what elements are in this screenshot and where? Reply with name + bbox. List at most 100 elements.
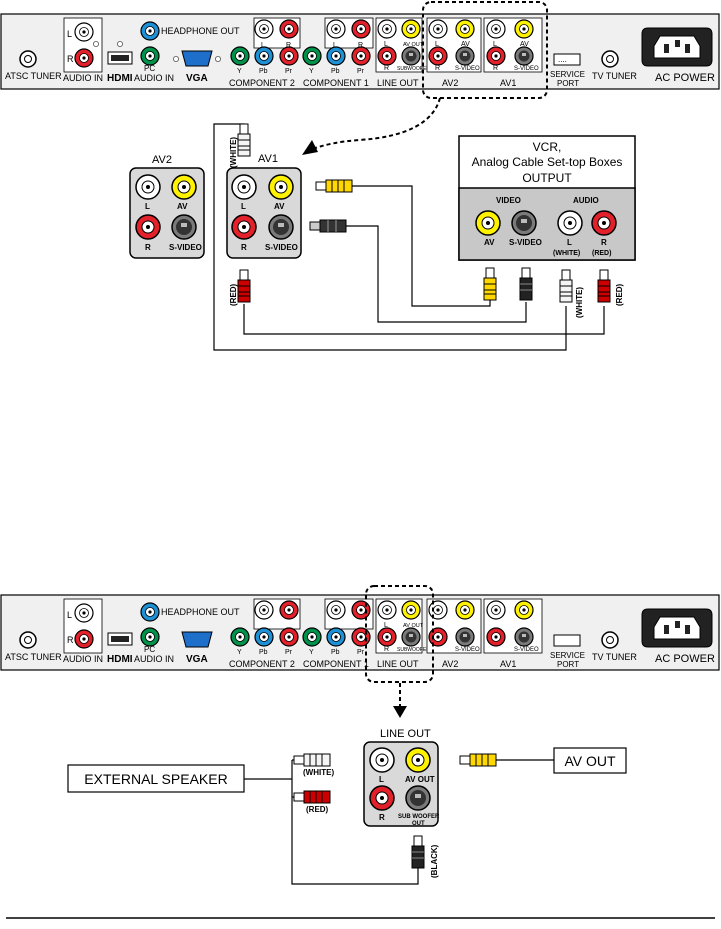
component1-r-label: R (358, 42, 363, 49)
line-out-l-label: L (384, 41, 388, 48)
av2-svideo-jack (455, 46, 475, 66)
device-l-label: L (567, 238, 572, 247)
av2-av-jack (455, 600, 475, 620)
device-white-label: (WHITE) (553, 250, 580, 257)
service-label: SERVICE (550, 651, 585, 660)
atsc-tuner-label: ATSC TUNER (5, 652, 62, 662)
av1-l-label: L (493, 41, 497, 48)
tv-tuner-jack (601, 50, 619, 68)
av2-detail-l-jack (135, 174, 161, 200)
component1-r-jack (351, 600, 371, 620)
screw (172, 56, 180, 62)
component2-label: COMPONENT 2 (229, 659, 295, 669)
component2-r-jack (279, 19, 299, 39)
atsc-tuner-jack (19, 631, 37, 649)
av1-r-label: R (493, 65, 498, 72)
component1-r-jack (351, 19, 371, 39)
av2-svideo-jack (455, 627, 475, 647)
av1-svideo-jack (514, 627, 534, 647)
av1-detail-svideo-jack (268, 214, 294, 240)
external-speaker-box (67, 764, 245, 793)
svideo-plug-device (519, 267, 533, 301)
component2-label: COMPONENT 2 (229, 78, 295, 88)
service-port (553, 53, 581, 66)
line-out-label: LINE OUT (377, 659, 419, 669)
line-out-detail-r-label: R (379, 813, 385, 822)
device-title-line1: VCR, (533, 140, 562, 154)
red-plug-device (597, 269, 611, 303)
audio-in-l-label: L (67, 610, 72, 620)
component1-y-jack (302, 46, 322, 66)
audio-in-r-jack (74, 48, 94, 68)
ac-power-socket (641, 27, 713, 67)
cable-white-label-left: (WHITE) (229, 137, 238, 168)
headphone-out-jack (140, 602, 160, 622)
line-out-detail-l-label: L (379, 775, 384, 784)
av2-detail-av-label: AV (177, 202, 188, 211)
service-label: SERVICE (550, 70, 585, 79)
av1-detail-title: AV1 (258, 153, 278, 165)
ac-power-socket (641, 608, 713, 648)
component2-pb-label: Pb (259, 68, 268, 75)
audio-in-l-jack (74, 603, 94, 623)
component1-pb-label: Pb (331, 68, 340, 75)
component1-pb-jack (326, 46, 346, 66)
service-port (553, 634, 581, 647)
device-title-line2: Analog Cable Set-top Boxes (472, 155, 623, 169)
cable-red-label-left: (RED) (229, 283, 238, 306)
device-video-label: VIDEO (496, 196, 521, 205)
av2-detail-r-jack (135, 214, 161, 240)
yellow-plug-av-out (459, 753, 497, 767)
av1-av-jack (514, 600, 534, 620)
audio-in-l-label: L (67, 29, 72, 39)
av1-detail-l-jack (231, 174, 257, 200)
av1-l-jack (486, 600, 506, 620)
av2-r-label: R (435, 65, 440, 72)
white-plug-av1 (237, 123, 251, 157)
pc-audio-in-label: AUDIO IN (134, 73, 174, 83)
line-out-sub-label: SUBWOOFER (397, 66, 430, 72)
av2-l-jack (428, 19, 448, 39)
av-connection-diagram: AV2 L AV R S-VIDEO AV1 L AV R S-VIDEO VC… (129, 123, 636, 351)
line-out-detail-av-jack (405, 747, 431, 773)
av-out-box-label: AV OUT (564, 753, 616, 769)
av1-svideo-jack (514, 46, 534, 66)
av2-detail-l-label: L (145, 202, 150, 211)
av2-detail-svideo-jack (171, 214, 197, 240)
audio-in-r-label: R (67, 635, 74, 645)
red-cable-label: (RED) (306, 805, 329, 814)
speaker-cables (244, 759, 419, 885)
headphone-out-label: HEADPHONE OUT (161, 26, 240, 36)
black-cable-label: (BLACK) (430, 844, 439, 878)
av1-detail-av-label: AV (274, 202, 285, 211)
component2-l-jack (254, 19, 274, 39)
av1-av-jack (514, 19, 534, 39)
line-out-detail-title: LINE OUT (380, 728, 431, 740)
av-out-box (553, 747, 627, 774)
device-svideo-label: S-VIDEO (509, 238, 542, 247)
atsc-tuner-label: ATSC TUNER (5, 71, 62, 81)
av1-detail-r-label: R (241, 243, 247, 252)
component1-pr-jack (351, 46, 371, 66)
component2-y-label: Y (237, 68, 242, 75)
component1-pb-jack (326, 627, 346, 647)
av2-r-jack (428, 627, 448, 647)
av1-av-label: AV (520, 41, 529, 48)
line-out-detail-sub-label: SUB WOOFER (398, 814, 440, 820)
white-cable-label: (WHITE) (303, 768, 334, 777)
component2-pb-jack (254, 627, 274, 647)
screw (117, 41, 123, 47)
component1-pb-label: Pb (331, 649, 340, 656)
line-out-r-label: R (384, 65, 389, 72)
audio-in-r-label: R (67, 54, 74, 64)
white-plug-speaker (293, 753, 331, 767)
av1-label: AV1 (500, 78, 516, 88)
component2-pr-jack (279, 627, 299, 647)
component2-r-jack (279, 600, 299, 620)
arrow-head-icon (302, 140, 318, 155)
component2-pb-jack (254, 46, 274, 66)
component1-label: COMPONENT 1 (303, 659, 369, 669)
ac-power-label: AC POWER (655, 72, 715, 84)
component2-l-label: L (261, 42, 265, 49)
